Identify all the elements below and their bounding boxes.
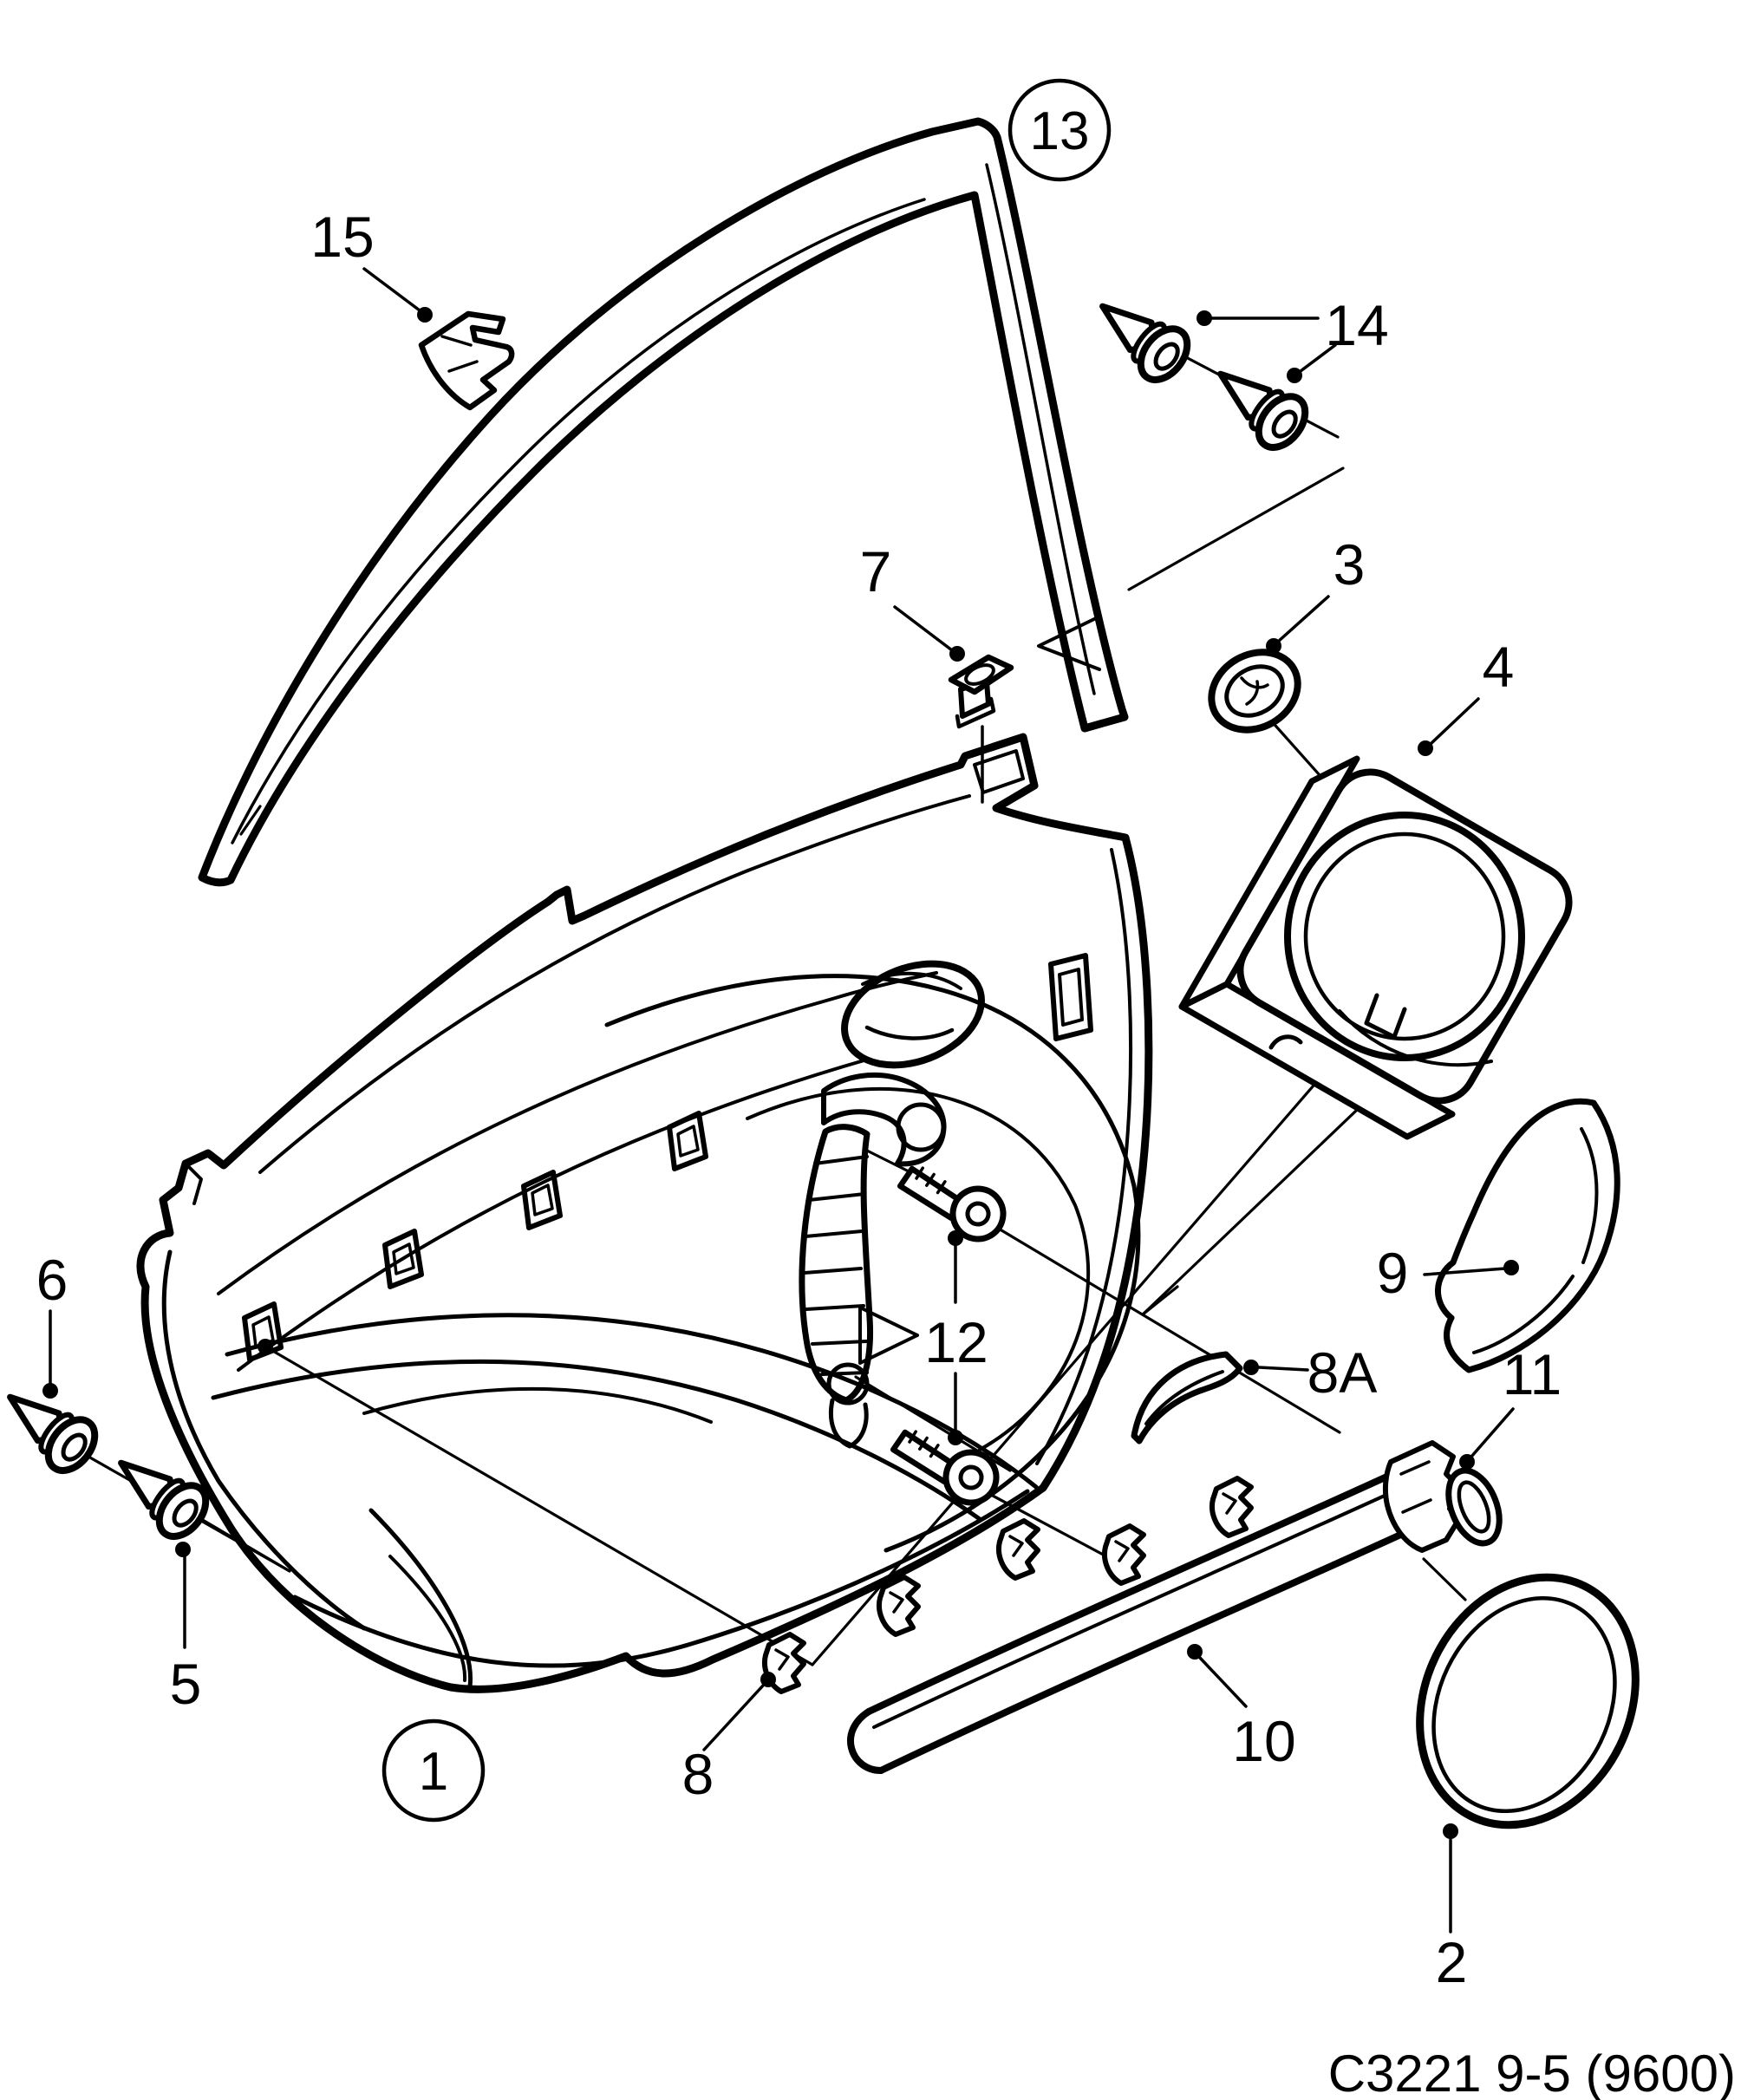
screw-arrow bbox=[858, 1306, 919, 1365]
callout-labels: 13 1 15 14 7 3 4 6 5 12 8 8A 9 11 10 2 bbox=[36, 78, 1562, 1994]
callout-15: 15 bbox=[310, 205, 374, 269]
callout-11: 11 bbox=[1503, 1342, 1562, 1406]
figure-caption: C3221 9-5 (9600) bbox=[1328, 2045, 1736, 2100]
oval-ring-11 bbox=[1445, 1467, 1503, 1547]
push-pin-clip-14a bbox=[1085, 284, 1197, 388]
callout-4: 4 bbox=[1483, 635, 1515, 699]
callout-circle-13 bbox=[1007, 78, 1112, 182]
lock-button-slot bbox=[1048, 953, 1093, 1041]
retaining-clip-15 bbox=[418, 310, 515, 411]
trim-moulding-10 bbox=[847, 1440, 1463, 1774]
door-pull-grip bbox=[799, 1072, 947, 1449]
callout-7: 7 bbox=[860, 539, 892, 603]
push-pin-clip-14b bbox=[1203, 351, 1314, 456]
clip-slot bbox=[521, 1170, 563, 1230]
clip-slot bbox=[242, 1301, 284, 1362]
panel-top-inner-line bbox=[258, 794, 971, 1174]
callout-14: 14 bbox=[1325, 293, 1388, 357]
clip-slot bbox=[667, 1111, 708, 1171]
callout-9: 9 bbox=[1377, 1241, 1409, 1305]
insert-arrow bbox=[1037, 617, 1101, 671]
retaining-clip-8 bbox=[879, 1577, 918, 1634]
speaker-grille-4 bbox=[1178, 755, 1573, 1140]
corner-hook-detail bbox=[184, 1162, 203, 1205]
top-tab-detail bbox=[973, 749, 1025, 794]
retaining-clip-8 bbox=[999, 1521, 1038, 1578]
armrest-contours bbox=[211, 974, 1141, 1689]
callout-3: 3 bbox=[1333, 532, 1366, 597]
callout-13: 13 bbox=[1030, 101, 1090, 161]
pointer-lines bbox=[75, 345, 1568, 1666]
callout-1: 1 bbox=[419, 1742, 448, 1802]
clip-7 bbox=[948, 654, 1014, 729]
panel-band-bottom bbox=[237, 1058, 869, 1372]
clip-slot bbox=[382, 1229, 424, 1289]
handle-cover-9 bbox=[1435, 1098, 1620, 1373]
callout-6: 6 bbox=[36, 1248, 68, 1312]
callout-leaders bbox=[42, 267, 1519, 1934]
grommet-3 bbox=[1208, 649, 1301, 734]
callout-12: 12 bbox=[924, 1310, 988, 1374]
retaining-clip-8 bbox=[1105, 1526, 1144, 1583]
panel-band-top bbox=[217, 971, 938, 1295]
callout-10: 10 bbox=[1232, 1709, 1295, 1773]
callout-5: 5 bbox=[170, 1652, 202, 1716]
callout-8A: 8A bbox=[1307, 1340, 1378, 1405]
trim-strip-8A bbox=[1131, 1351, 1243, 1445]
callout-circle-1 bbox=[381, 1718, 486, 1823]
panel-left-inner-edge bbox=[161, 1249, 367, 1631]
retaining-clip-8 bbox=[1212, 1478, 1251, 1536]
callout-8: 8 bbox=[682, 1742, 714, 1806]
callout-2: 2 bbox=[1436, 1930, 1468, 1994]
speaker-cover-2 bbox=[1416, 1573, 1640, 1829]
